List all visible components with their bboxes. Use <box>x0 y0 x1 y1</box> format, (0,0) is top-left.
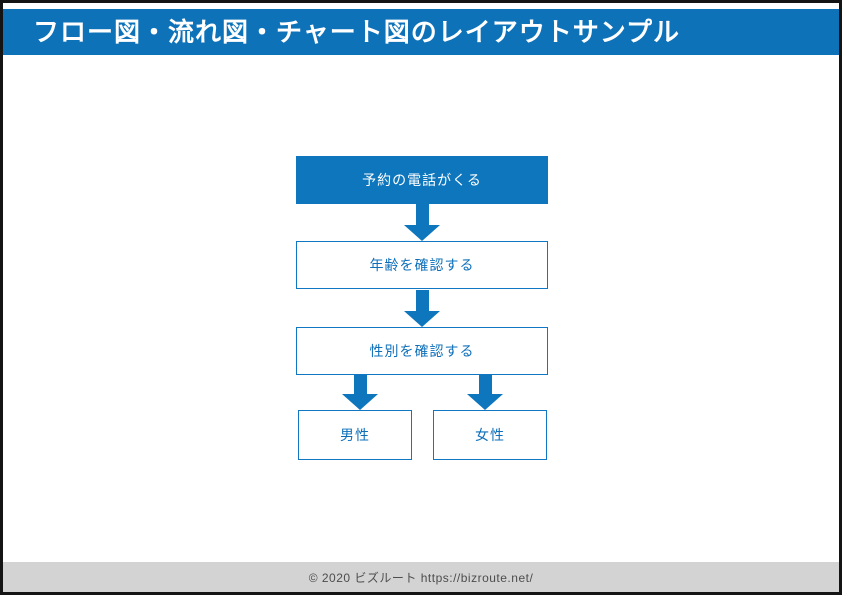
arrow-down-icon <box>342 375 378 410</box>
arrow-head <box>404 225 440 241</box>
arrow-stem <box>353 375 367 394</box>
flow-node-label: 男性 <box>340 427 370 443</box>
flow-node-female: 女性 <box>433 410 547 460</box>
flowchart: 予約の電話がくる 年齢を確認する 性別を確認する 男性 女性 <box>3 3 839 592</box>
flow-node-label: 女性 <box>475 427 505 443</box>
arrow-down-icon <box>467 375 503 410</box>
arrow-stem <box>415 204 429 225</box>
flow-node-label: 年齢を確認する <box>369 257 475 273</box>
arrow-down-icon <box>404 204 440 241</box>
arrow-down-icon <box>404 290 440 327</box>
flow-node-check-gender: 性別を確認する <box>296 327 548 375</box>
arrow-stem <box>415 290 429 311</box>
copyright-text: © 2020 ビズルート https://bizroute.net/ <box>308 570 534 585</box>
page-title: フロー図・流れ図・チャート図のレイアウトサンプル <box>33 17 680 47</box>
footer: © 2020 ビズルート https://bizroute.net/ <box>3 562 839 592</box>
flow-node-check-age: 年齢を確認する <box>296 241 548 289</box>
flow-node-label: 性別を確認する <box>369 343 475 359</box>
flow-node-start: 予約の電話がくる <box>296 156 548 204</box>
arrow-head <box>467 394 503 410</box>
flow-node-male: 男性 <box>298 410 412 460</box>
arrow-head <box>342 394 378 410</box>
flow-node-label: 予約の電話がくる <box>362 172 482 188</box>
arrow-stem <box>478 375 492 394</box>
title-bar: フロー図・流れ図・チャート図のレイアウトサンプル <box>3 9 839 55</box>
arrow-head <box>404 311 440 327</box>
